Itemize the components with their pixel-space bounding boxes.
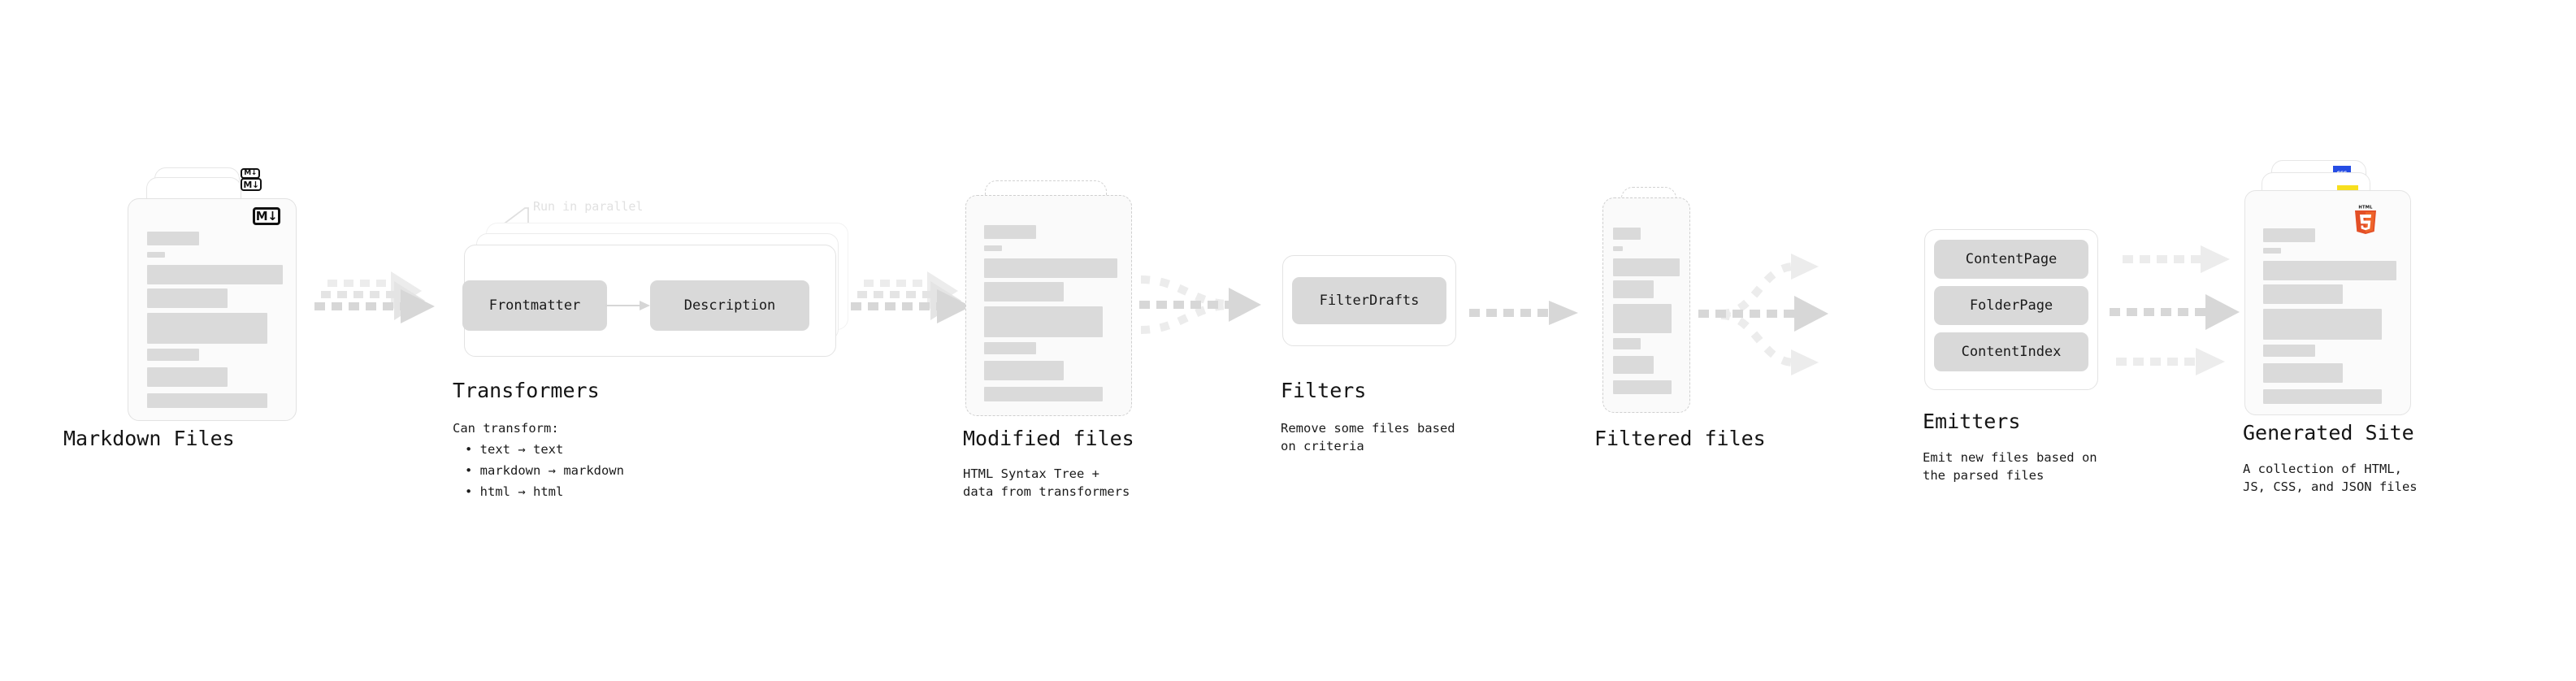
svg-text:HTML: HTML bbox=[2358, 206, 2373, 210]
stage-title-generated-site: Generated Site bbox=[2243, 421, 2414, 445]
skeleton-bar bbox=[147, 313, 267, 344]
chip-folderpage[interactable]: FolderPage bbox=[1934, 286, 2088, 325]
skeleton-bar bbox=[984, 306, 1103, 337]
skeleton-bar bbox=[147, 288, 228, 308]
stage-title-filtered-files: Filtered files bbox=[1594, 427, 1766, 450]
connector-markdown-to-transformers bbox=[314, 271, 435, 323]
filters-description: Remove some files based on criteria bbox=[1281, 421, 1455, 454]
transformers-bullet-2: • html → html bbox=[465, 484, 564, 499]
chip-contentindex[interactable]: ContentIndex bbox=[1934, 332, 2088, 371]
chip-contentpage[interactable]: ContentPage bbox=[1934, 240, 2088, 279]
skeleton-bar bbox=[1613, 304, 1672, 333]
skeleton-bar bbox=[2263, 284, 2343, 304]
skeleton-bar bbox=[2263, 345, 2315, 357]
skeleton-bar bbox=[2263, 389, 2382, 404]
stage-title-transformers: Transformers bbox=[453, 379, 600, 402]
skeleton-bar bbox=[1613, 228, 1641, 240]
html5-logo-icon: HTML bbox=[2355, 206, 2376, 234]
chip-frontmatter[interactable]: Frontmatter bbox=[462, 280, 607, 331]
transformers-bullet-text-2: html → html bbox=[479, 484, 564, 499]
chip-description[interactable]: Description bbox=[650, 280, 809, 331]
markdown-logo-icon-mid: M↓ bbox=[241, 178, 262, 191]
markdown-logo-icon: M↓ bbox=[253, 207, 280, 225]
chip-filterdrafts[interactable]: FilterDrafts bbox=[1292, 277, 1446, 324]
stage-title-filters: Filters bbox=[1281, 379, 1367, 402]
skeleton-bar bbox=[1613, 246, 1623, 251]
modified-file-card bbox=[965, 195, 1132, 416]
skeleton-bar bbox=[2263, 363, 2343, 383]
skeleton-bar bbox=[2263, 261, 2396, 280]
run-in-parallel-label: Run in parallel bbox=[533, 199, 644, 214]
stage-title-emitters: Emitters bbox=[1923, 410, 2021, 433]
skeleton-bar bbox=[984, 282, 1064, 301]
skeleton-bar bbox=[2263, 228, 2315, 242]
skeleton-bar bbox=[984, 258, 1117, 278]
skeleton-bar bbox=[2263, 248, 2281, 254]
skeleton-bar bbox=[1613, 280, 1654, 298]
connector-modified-files-to-filters bbox=[1139, 275, 1261, 334]
generated-site-description: A collection of HTML, JS, CSS, and JSON … bbox=[2243, 462, 2418, 495]
transformers-bullet-text-1: markdown → markdown bbox=[479, 463, 624, 478]
transformer-arrow-main bbox=[605, 301, 650, 310]
generated-site-card bbox=[2244, 190, 2411, 415]
skeleton-bar bbox=[984, 361, 1064, 380]
filtered-file-card bbox=[1602, 197, 1690, 413]
skeleton-bar bbox=[984, 387, 1103, 401]
skeleton-bar bbox=[1613, 380, 1672, 394]
skeleton-bar bbox=[1613, 356, 1654, 374]
connector-emitters-to-generated-site bbox=[2110, 245, 2240, 375]
transformers-description-heading: Can transform: bbox=[453, 421, 559, 436]
skeleton-bar bbox=[984, 225, 1036, 239]
skeleton-bar bbox=[147, 252, 165, 258]
skeleton-bar bbox=[1613, 258, 1680, 276]
skeleton-bar bbox=[147, 265, 283, 284]
skeleton-bar bbox=[2263, 309, 2382, 340]
skeleton-bar bbox=[1613, 338, 1641, 349]
connector-transformers-to-modified-files bbox=[851, 271, 971, 323]
transformers-bullet-0: • text → text bbox=[465, 442, 564, 457]
stage-title-markdown-files: Markdown Files bbox=[63, 427, 235, 450]
modified-files-description: HTML Syntax Tree + data from transformer… bbox=[963, 466, 1130, 500]
connector-filters-to-filtered-files bbox=[1469, 301, 1578, 325]
skeleton-bar bbox=[984, 342, 1036, 354]
skeleton-bar bbox=[147, 349, 199, 361]
stage-title-modified-files: Modified files bbox=[963, 427, 1134, 450]
emitters-description: Emit new files based on the parsed files bbox=[1923, 450, 2097, 484]
transformers-bullet-text-0: text → text bbox=[479, 442, 564, 457]
skeleton-bar bbox=[147, 367, 228, 387]
transformers-bullet-1: • markdown → markdown bbox=[465, 463, 624, 478]
skeleton-bar bbox=[147, 393, 267, 408]
skeleton-bar bbox=[984, 245, 1002, 251]
markdown-file-card bbox=[128, 198, 297, 421]
connector-filtered-files-to-emitters bbox=[1698, 254, 1828, 375]
skeleton-bar bbox=[147, 232, 199, 245]
